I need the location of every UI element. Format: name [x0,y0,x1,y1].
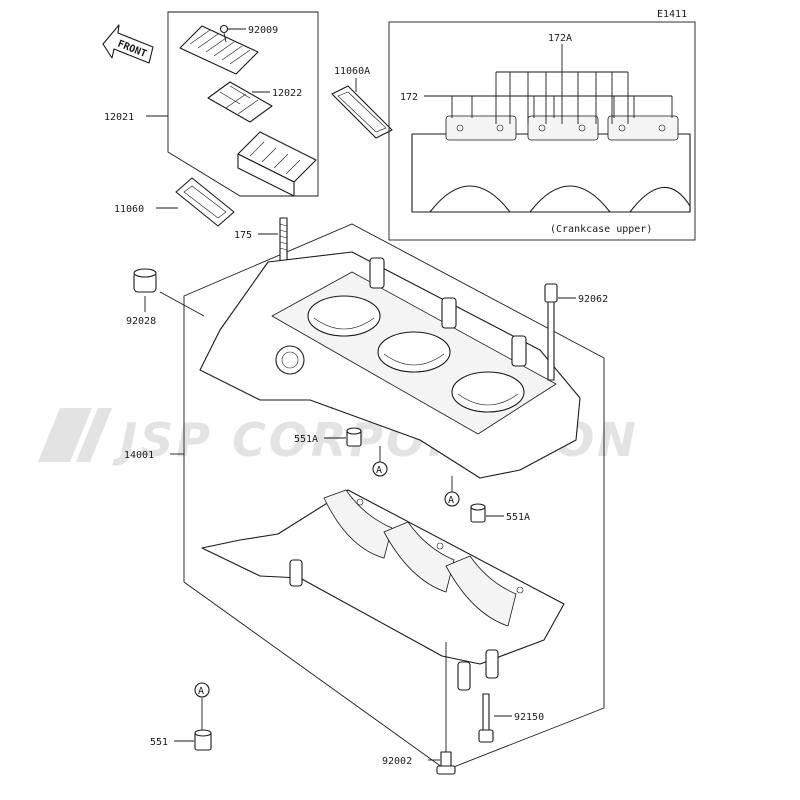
leader-172 [424,95,673,118]
label-11060a: 11060A [334,66,370,77]
dowel-551a-lower-part [470,503,486,523]
reed-valve-group-frame [167,11,319,197]
ref-marker-a-1: A [372,446,388,477]
label-92062: 92062 [578,294,608,305]
label-551: 551 [150,737,168,748]
crankcase-lower-part [201,489,565,691]
bolt-92062-part [544,283,558,381]
dowel-551-part [194,729,212,751]
watermark-logo-icon [38,408,112,462]
label-551a-upper: 551A [294,434,318,445]
label-12022: 12022 [272,88,302,99]
label-175: 175 [234,230,252,241]
label-551a-lower: 551A [506,512,530,523]
bush-92028-part [133,268,157,293]
ref-marker-a-3: A [194,682,210,730]
label-172: 172 [400,92,418,103]
diagram-code: E1411 [657,9,687,20]
dowel-551a-upper-part [346,427,362,447]
label-12021: 12021 [104,112,134,123]
inset-caption: (Crankcase upper) [550,224,652,235]
label-14001: 14001 [124,450,154,461]
screw-92009-part [219,24,229,43]
svg-text:A: A [198,686,204,697]
inset-frame [388,21,696,241]
label-92028: 92028 [126,316,156,327]
label-92002: 92002 [382,756,412,767]
label-172a: 172A [548,33,572,44]
gasket-11060a-part [331,85,393,139]
reed-petal-part [179,25,259,75]
leader-172a [495,44,629,124]
inset-crankcase-drawing [411,115,691,213]
gasket-11060-part [175,177,235,227]
ref-marker-a-2: A [444,476,460,507]
reed-stopper-part [207,81,273,123]
bolt-92002-part [436,642,456,775]
svg-text:A: A [448,495,454,506]
front-arrow-icon: FRONT [102,24,154,64]
bolt-92150-part [478,693,494,743]
label-92150: 92150 [514,712,544,723]
svg-text:A: A [376,465,382,476]
reed-cage-part [237,131,317,197]
crankcase-upper-part [199,251,581,479]
crankcase-assembly-frame [183,223,605,771]
label-92009: 92009 [248,25,278,36]
label-11060: 11060 [114,204,144,215]
